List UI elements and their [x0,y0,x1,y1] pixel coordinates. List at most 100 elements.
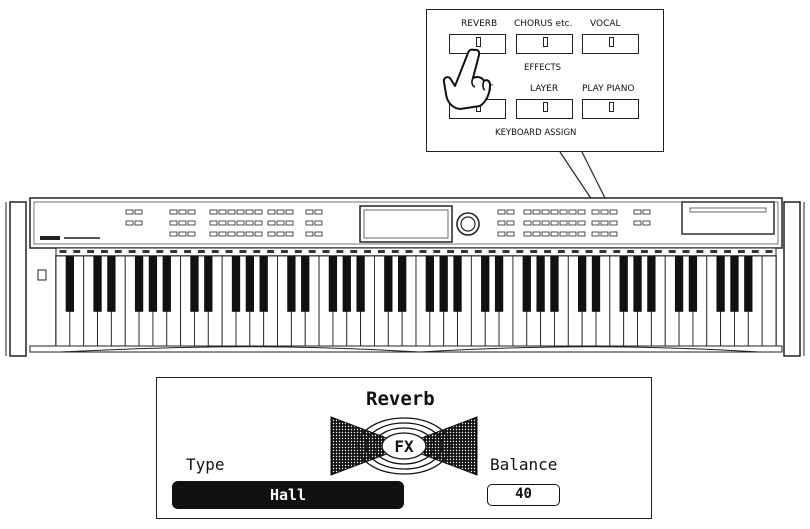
panel-button[interactable] [506,209,515,215]
panel-button[interactable] [254,231,263,237]
panel-button[interactable] [227,231,236,237]
panel-button[interactable] [218,209,227,215]
black-key[interactable] [384,256,393,312]
panel-button[interactable] [314,231,323,237]
panel-button[interactable] [642,220,651,226]
panel-button[interactable] [577,220,586,226]
panel-button[interactable] [236,220,245,226]
black-key[interactable] [716,256,725,312]
panel-button[interactable] [591,220,600,226]
panel-button[interactable] [541,209,550,215]
black-key[interactable] [633,256,642,312]
black-key[interactable] [287,256,296,312]
black-key[interactable] [481,256,490,312]
black-key[interactable] [619,256,628,312]
panel-button[interactable] [506,220,515,226]
panel-button[interactable] [532,220,541,226]
black-key[interactable] [107,256,116,312]
panel-button[interactable] [642,209,651,215]
panel-button[interactable] [125,209,134,215]
panel-button[interactable] [169,209,178,215]
panel-button[interactable] [209,220,218,226]
panel-button[interactable] [609,231,618,237]
panel-button[interactable] [276,231,285,237]
panel-button[interactable] [532,231,541,237]
panel-button[interactable] [550,220,559,226]
panel-button[interactable] [532,209,541,215]
panel-button[interactable] [267,209,276,215]
panel-button[interactable] [609,220,618,226]
panel-button[interactable] [559,231,568,237]
panel-button[interactable] [245,209,254,215]
panel-button[interactable] [577,209,586,215]
black-key[interactable] [730,256,739,312]
black-key[interactable] [688,256,698,312]
panel-button[interactable] [178,220,187,226]
panel-button[interactable] [267,220,276,226]
panel-button[interactable] [550,209,559,215]
panel-button[interactable] [285,209,294,215]
chorus-button[interactable] [516,34,573,54]
panel-button[interactable] [523,231,532,237]
panel-button[interactable] [305,209,314,215]
panel-button[interactable] [227,209,236,215]
panel-button[interactable] [187,231,196,237]
panel-button[interactable] [218,220,227,226]
panel-button[interactable] [134,209,143,215]
black-key[interactable] [245,256,254,312]
black-key[interactable] [550,256,559,312]
black-key[interactable] [494,256,504,312]
panel-button[interactable] [218,231,227,237]
layer-button[interactable] [516,99,573,119]
black-key[interactable] [744,256,753,312]
black-key[interactable] [259,256,268,312]
panel-button[interactable] [591,209,600,215]
black-key[interactable] [204,256,213,312]
panel-button[interactable] [254,209,263,215]
black-key[interactable] [328,256,338,312]
panel-button[interactable] [236,209,245,215]
panel-button[interactable] [600,231,609,237]
black-key[interactable] [439,256,448,312]
black-key[interactable] [342,256,351,312]
panel-button[interactable] [600,220,609,226]
panel-button[interactable] [506,231,515,237]
panel-button[interactable] [541,220,550,226]
panel-button[interactable] [276,209,285,215]
balance-value-field[interactable]: 40 [487,484,560,506]
panel-button[interactable] [178,209,187,215]
panel-button[interactable] [125,220,134,226]
panel-button[interactable] [568,220,577,226]
panel-button[interactable] [305,231,314,237]
panel-button[interactable] [169,231,178,237]
panel-button[interactable] [633,220,642,226]
panel-button[interactable] [285,220,294,226]
panel-button[interactable] [245,231,254,237]
black-key[interactable] [578,256,587,312]
panel-button[interactable] [550,231,559,237]
black-key[interactable] [536,256,545,312]
black-key[interactable] [190,256,199,312]
black-key[interactable] [162,256,171,312]
panel-button[interactable] [541,231,550,237]
black-key[interactable] [65,256,74,312]
black-key[interactable] [148,256,158,312]
black-key[interactable] [231,256,241,312]
panel-button[interactable] [523,209,532,215]
black-key[interactable] [674,256,684,312]
panel-button[interactable] [633,209,642,215]
panel-button[interactable] [276,220,285,226]
panel-button[interactable] [559,220,568,226]
panel-button[interactable] [169,220,178,226]
panel-button[interactable] [497,209,506,215]
play-piano-button[interactable] [582,99,639,119]
black-key[interactable] [591,256,601,312]
panel-button[interactable] [178,231,187,237]
panel-button[interactable] [600,209,609,215]
black-key[interactable] [356,256,365,312]
panel-button[interactable] [285,231,294,237]
black-key[interactable] [93,256,102,312]
panel-button[interactable] [497,231,506,237]
black-key[interactable] [647,256,656,312]
panel-button[interactable] [209,209,218,215]
